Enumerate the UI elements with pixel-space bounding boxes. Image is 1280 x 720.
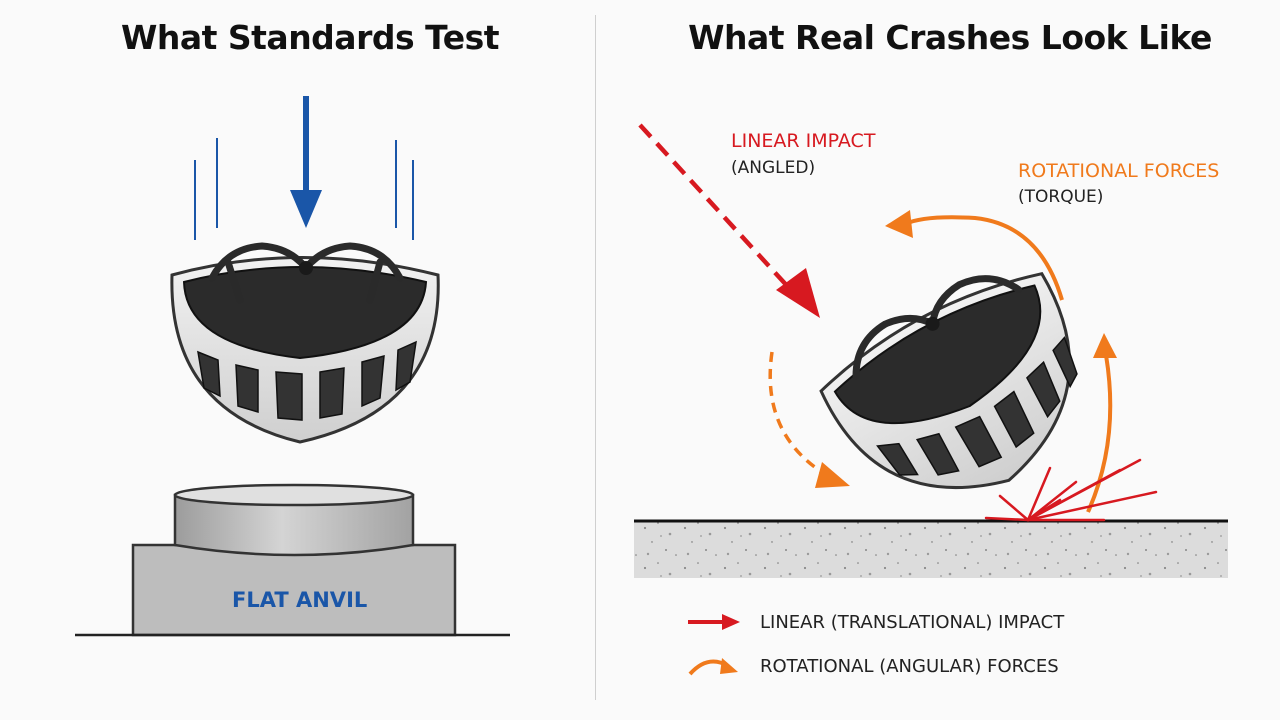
helmet-left: [170, 242, 440, 444]
impact-burst-icon: [984, 458, 1158, 522]
legend-item-rotational: ROTATIONAL (ANGULAR) FORCES: [686, 652, 1059, 680]
drop-arrow-icon: [290, 96, 322, 228]
rotation-arrowhead-top-icon: [885, 210, 913, 238]
anvil-label: FLAT ANVIL: [232, 588, 368, 612]
orange-curved-arrow-icon: [688, 658, 738, 676]
helmet-right: [819, 271, 1078, 489]
rotation-arc-left-icon: [768, 351, 829, 478]
red-arrow-icon: [688, 614, 740, 630]
rotational-forces-sublabel: (TORQUE): [1018, 187, 1104, 207]
legend-label-linear: LINEAR (TRANSLATIONAL) IMPACT: [760, 611, 1065, 633]
legend-item-linear: LINEAR (TRANSLATIONAL) IMPACT: [686, 608, 1064, 636]
linear-impact-label: LINEAR IMPACT: [731, 130, 876, 152]
motion-lines: [194, 138, 414, 240]
flat-anvil: [75, 483, 510, 637]
rotational-forces-label: ROTATIONAL FORCES: [1018, 160, 1220, 182]
right-panel-title: What Real Crashes Look Like: [688, 18, 1212, 57]
ground-surface: [634, 519, 1228, 578]
left-panel-title: What Standards Test: [120, 18, 500, 57]
linear-impact-arrow-icon: [638, 123, 820, 318]
linear-impact-sublabel: (ANGLED): [731, 158, 816, 178]
legend-label-rotational: ROTATIONAL (ANGULAR) FORCES: [760, 655, 1059, 677]
rotation-arrowhead-right-icon: [1093, 333, 1117, 358]
rotation-arc-right-icon: [1086, 354, 1113, 513]
rotation-arc-top-icon: [904, 215, 1064, 301]
rotation-arrowhead-left-icon: [815, 462, 850, 488]
panel-divider: [595, 15, 596, 700]
